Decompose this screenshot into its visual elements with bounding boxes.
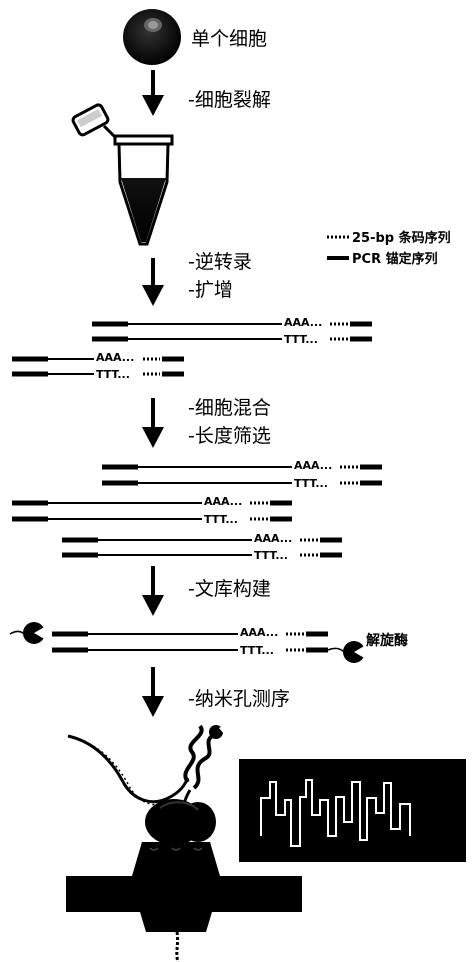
- library-molecule: AAA... TTT...: [52, 626, 328, 657]
- cell-icon: [123, 9, 181, 65]
- cdna-molecule: AAA... TTT...: [12, 351, 184, 381]
- polya-label: AAA...: [294, 459, 332, 472]
- step-reverse-transcription: -逆转录: [188, 251, 252, 273]
- arrow-down-icon: [142, 70, 164, 116]
- tube-icon: [71, 103, 174, 246]
- polyt-label: TTT...: [294, 477, 328, 490]
- polya-label: AAA...: [96, 351, 134, 364]
- step-lysis: -细胞裂解: [188, 89, 271, 111]
- cdna-molecule: AAA... TTT...: [62, 532, 342, 562]
- helicase-icon: [327, 641, 366, 663]
- polyt-label: TTT...: [240, 644, 274, 657]
- step-nanopore-sequencing: -纳米孔测序: [188, 688, 290, 710]
- polyt-label: TTT...: [96, 368, 130, 381]
- helicase-label: 解旋酶: [366, 632, 408, 649]
- polya-label: AAA...: [204, 495, 242, 508]
- nanopore-illustration: [66, 724, 302, 962]
- legend-barcode-label: 25-bp 条码序列: [352, 230, 451, 246]
- polya-label: AAA...: [254, 532, 292, 545]
- cdna-molecule: AAA... TTT...: [102, 459, 382, 490]
- polya-label: AAA...: [284, 316, 322, 329]
- polyt-label: TTT...: [284, 333, 318, 346]
- signal-trace: [260, 779, 411, 847]
- helicase-icon: [9, 622, 46, 644]
- cdna-molecule: AAA... TTT...: [92, 316, 372, 346]
- legend: 25-bp 条码序列 PCR 锚定序列: [327, 230, 451, 267]
- arrow-down-icon: [142, 566, 164, 616]
- polyt-label: TTT...: [254, 549, 288, 562]
- arrow-down-icon: [142, 667, 164, 717]
- arrow-down-icon: [142, 258, 164, 306]
- signal-trace-panel: [239, 759, 466, 862]
- step-amplification: -扩增: [188, 279, 233, 301]
- step-size-selection: -长度筛选: [188, 425, 271, 447]
- legend-pcr-label: PCR 锚定序列: [352, 251, 438, 267]
- polyt-label: TTT...: [204, 513, 238, 526]
- step-cell-mixing: -细胞混合: [188, 397, 271, 419]
- step-library-construction: -文库构建: [188, 578, 271, 600]
- polya-label: AAA...: [240, 626, 278, 639]
- cdna-molecule: AAA... TTT...: [12, 495, 292, 526]
- step-single-cell: 单个细胞: [191, 28, 267, 50]
- arrow-down-icon: [142, 398, 164, 448]
